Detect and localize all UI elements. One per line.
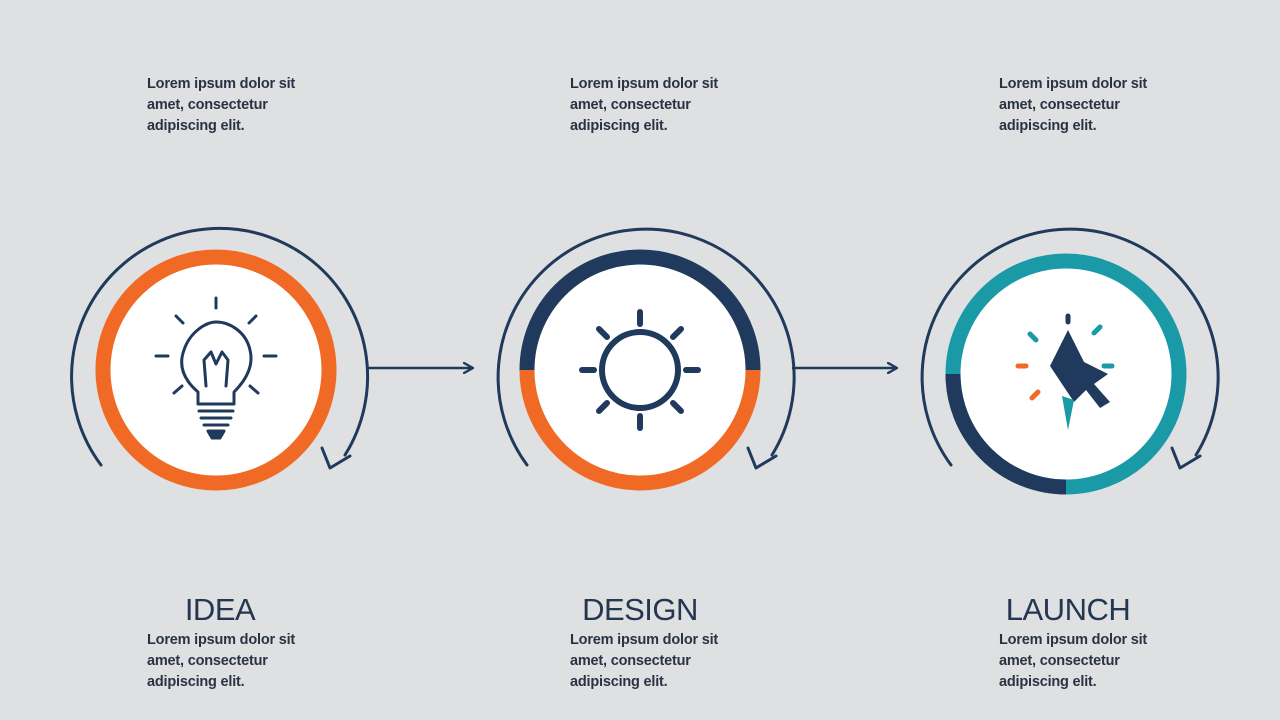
text-line: Lorem ipsum dolor sit <box>147 632 296 648</box>
text-line: Lorem ipsum dolor sit <box>999 76 1148 92</box>
cycle-arc <box>920 227 1220 467</box>
text-line: Lorem ipsum dolor sit <box>999 632 1148 648</box>
navy-ring-half <box>519 249 761 371</box>
step-launch-node <box>920 227 1220 495</box>
step-idea-bottom-text: Lorem ipsum dolor sit amet, consectetur … <box>147 630 295 693</box>
text-line: amet, consectetur <box>999 97 1120 113</box>
step-idea-node <box>70 226 370 491</box>
step-design-bottom-text: Lorem ipsum dolor sit amet, consectetur … <box>570 630 718 693</box>
step-launch-bottom-text: Lorem ipsum dolor sit amet, consectetur … <box>999 630 1147 693</box>
step-idea-top-text: Lorem ipsum dolor sit amet, consectetur … <box>147 74 295 137</box>
text-line: adipiscing elit. <box>999 674 1097 690</box>
cycle-arc-arrowhead <box>1170 446 1202 470</box>
text-line: adipiscing elit. <box>147 118 245 134</box>
cycle-arc-arrowhead <box>320 446 352 470</box>
text-line: amet, consectetur <box>570 97 691 113</box>
step-design-top-text: Lorem ipsum dolor sit amet, consectetur … <box>570 74 718 137</box>
text-line: amet, consectetur <box>147 97 268 113</box>
text-line: adipiscing elit. <box>570 118 668 134</box>
text-line: amet, consectetur <box>147 653 268 669</box>
step-design-node <box>496 227 796 491</box>
text-line: amet, consectetur <box>999 653 1120 669</box>
cycle-arc <box>70 226 370 467</box>
text-line: adipiscing elit. <box>570 674 668 690</box>
orange-ring-half <box>519 369 761 491</box>
step-launch-top-text: Lorem ipsum dolor sit amet, consectetur … <box>999 74 1147 137</box>
text-line: adipiscing elit. <box>147 674 245 690</box>
step-design-title: DESIGN <box>582 592 698 627</box>
navy-ring-segment <box>945 373 1067 495</box>
ring-fill <box>527 257 753 483</box>
text-line: Lorem ipsum dolor sit <box>147 76 296 92</box>
cycle-arc-arrowhead <box>746 446 778 470</box>
text-line: adipiscing elit. <box>999 118 1097 134</box>
step-launch-title: LAUNCH <box>1005 592 1131 627</box>
text-line: Lorem ipsum dolor sit <box>570 632 719 648</box>
cursor-click-icon <box>1015 313 1115 430</box>
orange-ring <box>95 249 337 491</box>
text-line: amet, consectetur <box>570 653 691 669</box>
lightbulb-icon <box>154 296 278 440</box>
text-line: Lorem ipsum dolor sit <box>570 76 719 92</box>
step-idea-title: IDEA <box>184 592 256 627</box>
cycle-arc <box>496 227 796 467</box>
gear-icon <box>579 309 701 431</box>
